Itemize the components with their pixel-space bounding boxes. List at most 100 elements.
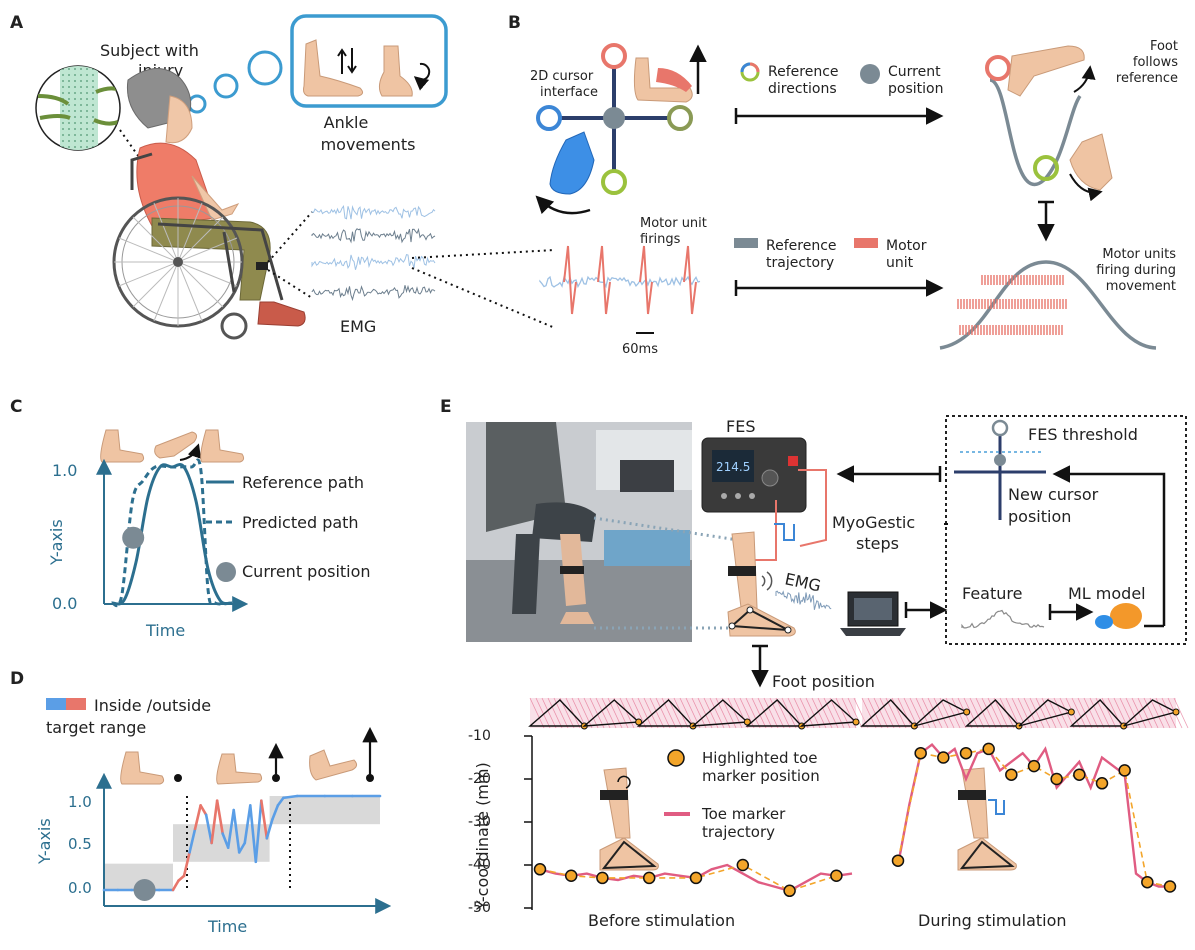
e-ytick--10: -10 [468,728,491,744]
strip-hatch [775,697,791,729]
trajectory-segment [271,804,280,821]
foot-icon-c-1 [100,429,145,463]
strip-triangle [690,699,750,727]
ml-model-label: ML model [1068,584,1146,603]
motor-label-1: Motor [886,238,927,254]
strip-triangle [528,699,586,727]
emg-trace-1 [311,227,436,244]
mu-during-label-1: Motor units [1102,247,1176,262]
strip-triangle [745,699,804,727]
panel-label-d: D [10,669,24,689]
feature-label: Feature [962,584,1022,603]
mu-spike-3 [683,245,697,315]
strip-hatch [1137,697,1153,729]
trajectory-segment [254,799,263,864]
toe-marker-point [1005,768,1018,781]
foot-follows-label-1: Foot [1150,39,1178,54]
thought-bubble-small [187,94,207,114]
rotation-arrow-icon [413,62,431,91]
strip-triangle [964,699,1021,727]
e-ytick--30: -30 [468,814,491,830]
strip-hatch [969,697,985,729]
c-ylabel: Y-axis [47,519,66,566]
strip-hatch [867,697,883,729]
foot-icon-c-3 [200,429,245,463]
stim-pulse-icon [774,523,795,541]
toe-marker-point [982,742,995,756]
toe-marker-point [564,869,578,882]
strip-hatch [769,697,785,729]
motor-unit-rasters [957,275,1067,335]
foot-position-label: Foot position [772,672,875,691]
foot-icon-raised [1007,45,1085,97]
c-ytick-0: 0.0 [52,594,77,613]
reftraj-label-2: trajectory [766,255,834,271]
wheelchair-subject-illustration [112,68,306,340]
d-ytick-0: 0.0 [68,879,92,897]
trajectory-segment [204,813,213,845]
trajectory-segment [215,799,224,835]
kinematic-strip-during [860,697,1189,730]
motor-unit-legend [854,238,878,248]
c-current-position [122,526,145,549]
strip-toe-marker [963,708,971,716]
strip-hatch [897,697,913,729]
trajectory-segment [226,808,236,850]
strip-hatch [1071,697,1087,729]
trajectory-segment [276,796,285,807]
mu-spike-2 [639,245,653,315]
toe-marker-point [937,751,950,764]
trajectory-segment [210,799,219,845]
feature-signal [961,609,1045,629]
foot-icon-d-2 [216,753,263,785]
strip-triangle [1018,699,1074,727]
arm [191,175,240,221]
strip-hatch [1143,697,1159,729]
strip-hatch [861,697,877,729]
curpos-label-2: position [888,81,943,97]
strip-toe-marker [1067,708,1075,716]
emg-band [256,262,268,270]
electrode-band [728,566,756,576]
strip-hatch [1173,697,1189,729]
c-ytick-1: 1.0 [52,461,77,480]
foot-reference-curve [989,78,1082,186]
feature-trace [961,609,1045,629]
ml-cluster-blue [1095,615,1113,629]
trajectory-segment [282,794,299,800]
toe-marker-point [689,871,703,885]
strip-hatch [757,697,773,729]
trajectory-segment [171,879,180,892]
strip-toe-marker [852,718,860,726]
wheel-hub [173,257,183,267]
panel-label-e: E [440,397,452,417]
e-legend-highlight-1: Highlighted toe [702,749,818,767]
strip-hatch [939,697,955,729]
myogestic-label-1: MyoGestic [832,513,915,532]
subject-label-1: Subject with [100,41,199,60]
cursor-interface-label-1: 2D cursor [530,69,594,84]
strip-hatch [879,697,895,729]
c-xlabel: Time [145,621,185,640]
trajectory-segment [248,804,258,864]
castor-wheel [220,312,248,340]
strip-hatch [975,697,991,729]
toe-marker-point [596,871,609,885]
strip-hatch [811,697,827,729]
strip-triangle [1069,699,1126,727]
d-trajectory [102,794,382,892]
during-label: During stimulation [918,911,1067,930]
strip-hatch [1125,697,1141,729]
foot-icon-up [633,57,693,103]
trajectory-segment [232,808,241,854]
toe-marker-point [1095,777,1109,790]
strip-triangle [1123,699,1178,727]
strip-hatch [1053,697,1069,729]
reference-trajectory-legend [734,238,758,248]
strip-hatch [691,697,707,729]
strip-hatch [1035,697,1051,729]
strip-triangle [913,699,969,727]
strip-hatch [631,697,647,729]
foot-arrow-top [1073,65,1096,93]
